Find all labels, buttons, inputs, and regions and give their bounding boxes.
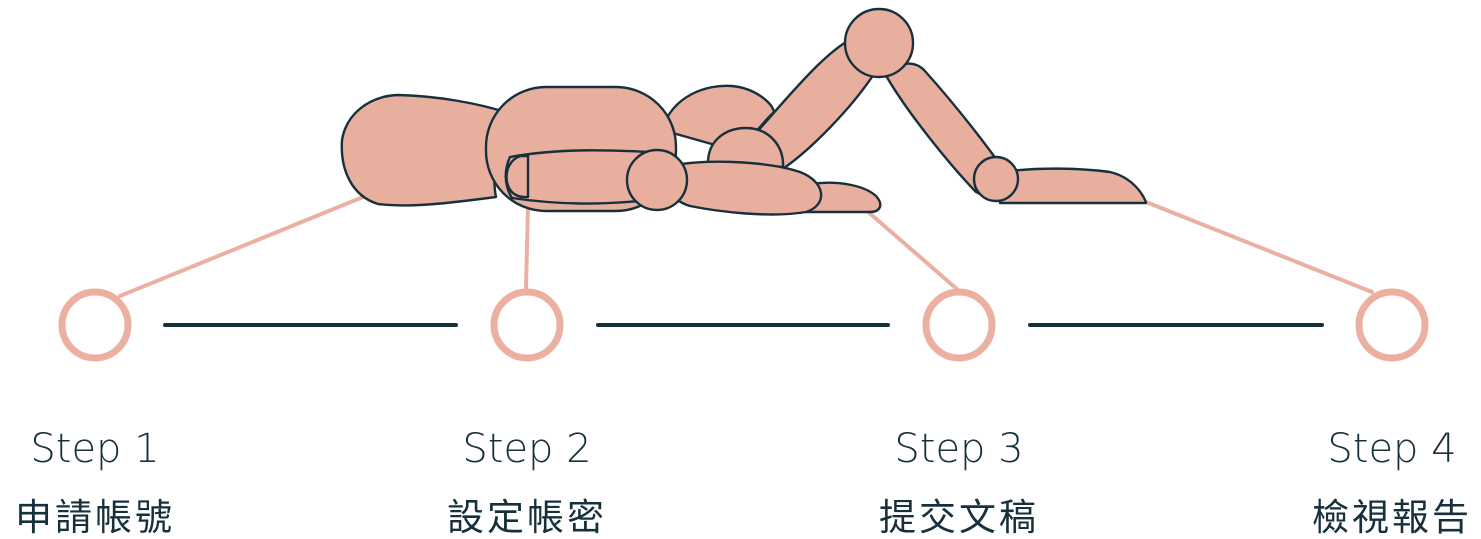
step-3-title: Step 3	[894, 426, 1023, 472]
head-shape	[340, 93, 507, 207]
knee-joint	[843, 7, 915, 79]
step-2-title: Step 2	[462, 426, 591, 472]
step-2-circle	[490, 288, 564, 362]
step-circles	[58, 288, 1429, 362]
wooden-mannequin-lying-icon	[340, 7, 1148, 216]
step-1-title: Step 1	[30, 426, 159, 472]
upper-arm-shape	[664, 160, 823, 216]
ankle-joint	[972, 155, 1020, 203]
step-1-circle	[58, 288, 132, 362]
step-2-subtitle: 設定帳密	[447, 496, 607, 539]
hand-shape	[804, 181, 882, 214]
elbow-joint	[625, 148, 689, 212]
leader-line-4	[1144, 200, 1374, 294]
step-4-subtitle: 檢視報告	[1312, 496, 1472, 539]
waist-joint-shape	[706, 126, 785, 169]
leader-line-2	[524, 204, 530, 290]
forearm-end-shape	[505, 154, 530, 199]
step-4-circle	[1355, 288, 1429, 362]
step-3-subtitle: 提交文稿	[879, 496, 1039, 539]
step-labels: Step 1 申請帳號 Step 2 設定帳密 Step 3 提交文稿 Step…	[15, 426, 1472, 539]
leader-lines	[118, 195, 1374, 298]
step-3-circle	[922, 288, 996, 362]
leader-line-3	[864, 208, 960, 292]
leader-line-1	[118, 195, 365, 298]
foot-shape	[998, 167, 1148, 205]
step-1-subtitle: 申請帳號	[15, 496, 175, 539]
step-4-title: Step 4	[1327, 426, 1456, 472]
